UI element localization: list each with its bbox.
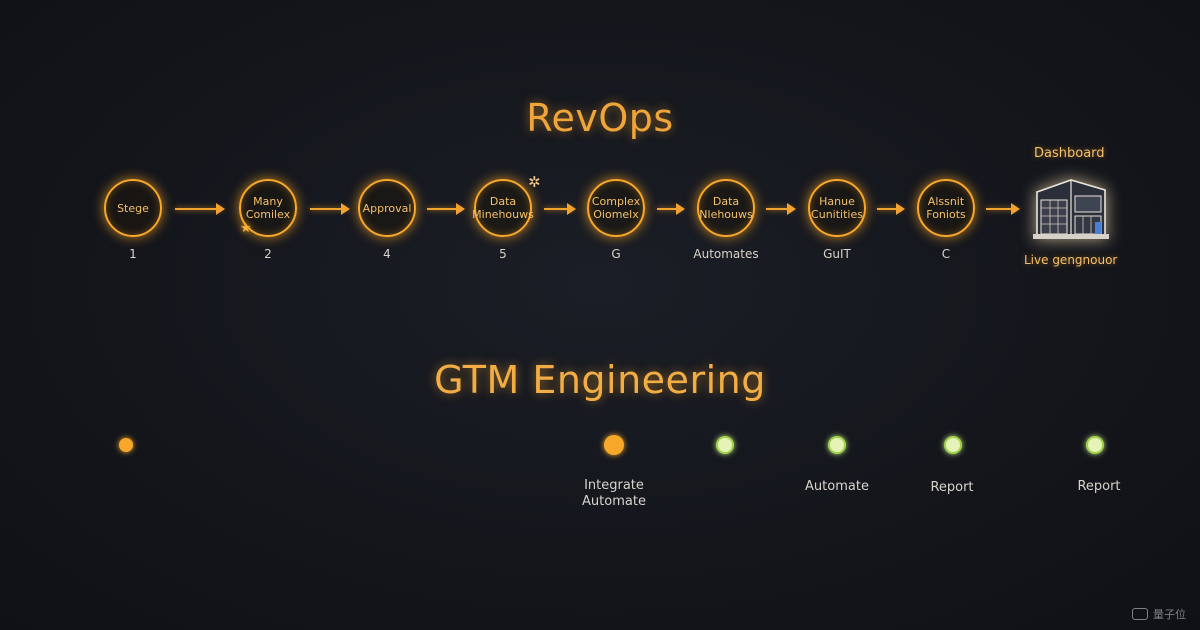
dashboard-caption: Live gengnouor: [1024, 253, 1118, 267]
timeline-label-automate: Automate: [805, 479, 869, 494]
star-icon: ★: [240, 221, 252, 236]
stage-label: Stege: [117, 201, 149, 215]
stage-label: Data Nlehouws: [699, 195, 753, 221]
dashboard-building-icon: [1033, 179, 1109, 239]
timeline-point-4: [828, 436, 846, 454]
watermark: 量子位: [1132, 606, 1186, 622]
stage-label: Many Comilex: [245, 195, 291, 221]
timeline-point-6: [1086, 436, 1104, 454]
stage-label: Data Minehouws: [472, 195, 534, 221]
stage-node-4: Data Minehouws: [472, 179, 534, 237]
stage-caption: Automates: [693, 247, 759, 261]
flow-arrow: [544, 203, 576, 215]
watermark-logo-icon: [1132, 608, 1148, 620]
stage-label: Hanue Cunitities: [811, 195, 863, 221]
timeline-label-integrate: Integrate Automate: [559, 478, 669, 510]
flow-arrow: [766, 203, 796, 215]
flow-arrow: [310, 203, 350, 215]
timeline-label-line: Integrate: [584, 478, 644, 493]
timeline-point-2: [604, 435, 624, 455]
dashboard-title: Dashboard: [1034, 146, 1105, 161]
stage-caption: C: [941, 247, 951, 261]
stage-node-8: Alssnit Foniots: [917, 179, 975, 237]
gtm-title: GTM Engineering: [434, 358, 766, 402]
stage-label: Alssnit Foniots: [926, 195, 966, 221]
stage-node-5: Complex Oiomelx: [587, 179, 645, 237]
stage-caption: GuIT: [823, 247, 851, 261]
timeline-point-1: [119, 438, 133, 452]
stage-label: Approval: [362, 201, 412, 215]
stage-caption: G: [611, 247, 621, 261]
stage-caption: 2: [264, 247, 272, 261]
sparkle-icon: ✲: [528, 173, 541, 191]
flow-arrow: [427, 203, 465, 215]
revops-title: RevOps: [526, 96, 674, 140]
stage-caption: 4: [383, 247, 391, 261]
stage-caption: 5: [499, 247, 507, 261]
flow-arrow: [877, 203, 905, 215]
stage-node-7: Hanue Cunitities: [808, 179, 866, 237]
watermark-text: 量子位: [1153, 608, 1186, 621]
timeline-point-5: [944, 436, 962, 454]
stage-node-6: Data Nlehouws: [697, 179, 755, 237]
stage-node-1: Stege: [104, 179, 162, 237]
timeline-label-line: Automate: [582, 494, 646, 509]
timeline-point-3: [716, 436, 734, 454]
stage-label: Complex Oiomelx: [591, 195, 641, 221]
flow-arrow: [175, 203, 225, 215]
timeline-label-report: Report: [930, 480, 974, 495]
timeline-label-report-end: Report: [1077, 479, 1121, 494]
flow-arrow: [657, 203, 685, 215]
stage-node-2: Many Comilex: [239, 179, 297, 237]
stage-node-3: Approval: [358, 179, 416, 237]
stage-caption: 1: [129, 247, 137, 261]
flow-arrow: [986, 203, 1020, 215]
